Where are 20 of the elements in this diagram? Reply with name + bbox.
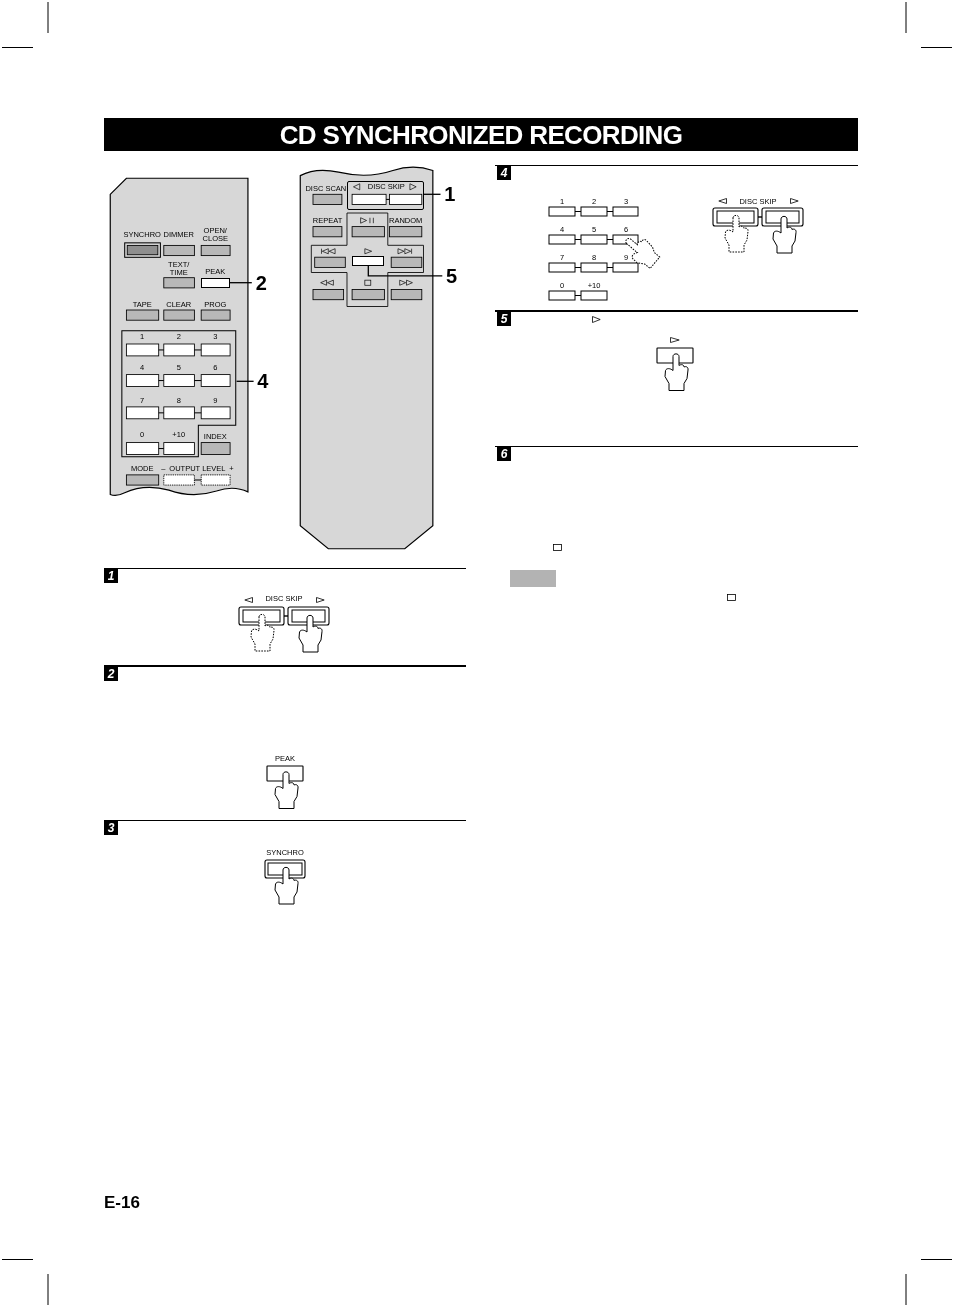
button-group-frame (347, 180, 424, 210)
leader-line (235, 380, 255, 382)
step-number: 2 (104, 667, 118, 681)
step-number: 6 (497, 447, 511, 461)
leader-line (229, 282, 253, 284)
keypad-frame (120, 330, 237, 458)
callout-number: 1 (440, 182, 460, 207)
step-number: 5 (497, 312, 511, 326)
step-number: 4 (497, 166, 511, 180)
leader-line (422, 193, 442, 195)
callout-number: 2 (251, 270, 271, 295)
callout-number: 5 (442, 264, 461, 288)
callout-number: 4 (253, 369, 273, 394)
remote-button (200, 277, 230, 288)
leader-line (367, 265, 443, 277)
page-number: E-16 (104, 1194, 140, 1211)
remote-button (352, 255, 385, 266)
step-number: 3 (104, 821, 118, 835)
step-number: 1 (104, 569, 118, 583)
page-title: CD SYNCHRONIZED RECORDING (104, 118, 858, 151)
